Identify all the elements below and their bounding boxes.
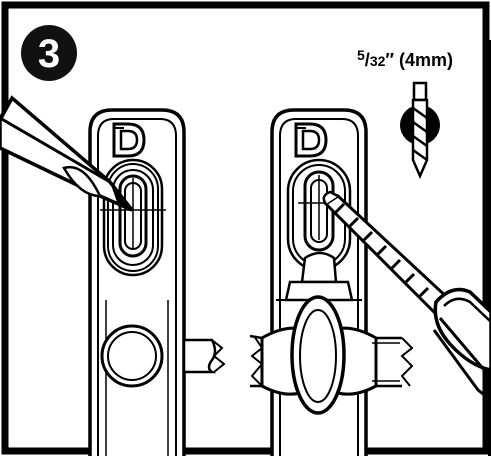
step-badge: 3 bbox=[21, 25, 77, 81]
round-button bbox=[100, 324, 164, 388]
size-metric: (4mm) bbox=[399, 50, 453, 70]
mounting-slot-right bbox=[286, 158, 352, 272]
brand-logo-right bbox=[294, 122, 328, 158]
brand-logo bbox=[112, 122, 146, 158]
svg-text:5/32″ (4mm): 5/32″ (4mm) bbox=[357, 47, 453, 70]
size-denominator: 32 bbox=[370, 53, 386, 69]
door-edge-section-right bbox=[249, 334, 414, 388]
size-inch-mark: ″ bbox=[385, 50, 394, 70]
step-number: 3 bbox=[38, 32, 60, 76]
door-edge-section bbox=[182, 338, 226, 374]
right-handle-assembly bbox=[249, 108, 414, 456]
mounting-slot bbox=[100, 158, 166, 277]
pencil-icon bbox=[0, 95, 134, 212]
lever-handle bbox=[260, 251, 378, 415]
size-numerator: 5 bbox=[357, 47, 365, 63]
drill-icon bbox=[322, 190, 491, 402]
drill-bit-size-label: 5/32″ (4mm) bbox=[357, 47, 453, 70]
drill-bit-icon bbox=[400, 81, 440, 180]
number-badge-icon bbox=[21, 25, 77, 81]
